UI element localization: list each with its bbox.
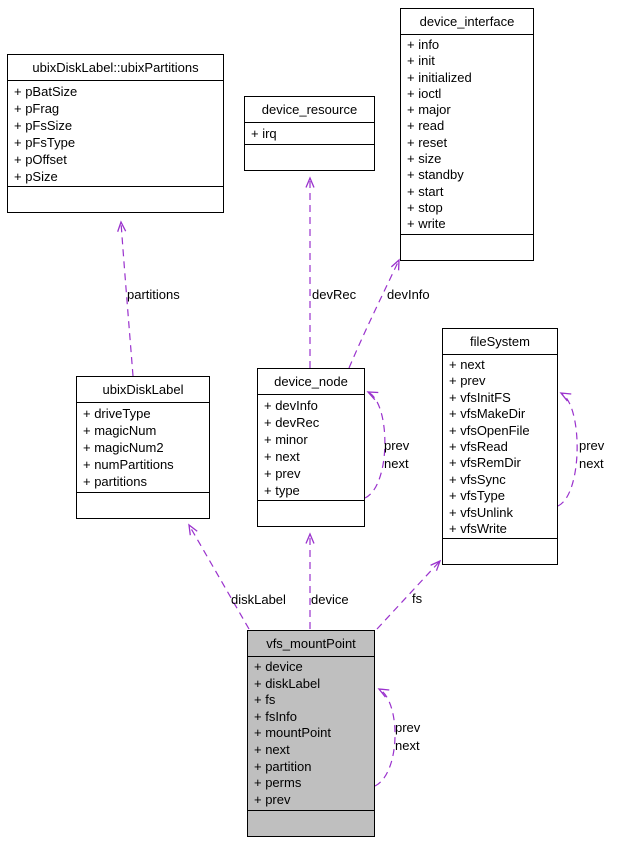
edge-label-vfs-prev: prev [395, 720, 421, 735]
edge-label-devinfo: devInfo [387, 287, 430, 302]
class-field: + pBatSize [14, 84, 78, 99]
class-field: + vfsSync [449, 471, 506, 487]
edge-fs [376, 561, 440, 630]
class-field: + initialized [407, 69, 472, 85]
class-title: device_node [258, 369, 364, 395]
class-field: + magicNum2 [83, 440, 164, 455]
class-methods-section [248, 810, 374, 836]
class-field: + ioctl [407, 85, 442, 101]
edge-filesystem-self-loop [557, 393, 578, 507]
class-field: + diskLabel [254, 675, 321, 691]
class-field: + stop [407, 199, 443, 215]
class-field: + devRec [264, 415, 320, 430]
class-filesystem[interactable]: fileSystem + next+ prev+ vfsInitFS+ vfsM… [442, 328, 558, 565]
class-field: + standby [407, 167, 464, 183]
class-methods-section [77, 492, 209, 518]
edge-label-fs: fs [412, 591, 423, 606]
class-field: + size [407, 151, 442, 167]
class-field: + reset [407, 134, 448, 150]
class-field: + major [407, 102, 451, 118]
class-field: + partitions [83, 474, 147, 489]
class-field: + irq [251, 126, 277, 141]
class-field: + init [407, 53, 435, 69]
edge-label-filesystem-next: next [579, 456, 604, 471]
class-field: + perms [254, 775, 302, 791]
class-device-node[interactable]: device_node + devInfo + devRec + minor + ne… [257, 368, 365, 527]
edge-label-device: device [311, 592, 349, 607]
class-vfs-mountpoint-current: vfs_mountPoint + device+ diskLabel+ fs+ … [247, 630, 375, 837]
class-device-interface[interactable]: device_interface + info+ init+ initializ… [400, 8, 534, 261]
class-field: + pFsType [14, 135, 76, 150]
class-field: + pOffset [14, 152, 67, 167]
class-ubixdisklabel[interactable]: ubixDiskLabel + driveType + magicNum + mag… [76, 376, 210, 519]
edge-devinfo [348, 260, 399, 369]
class-field: + vfsMakeDir [449, 406, 526, 422]
class-field: + numPartitions [83, 457, 174, 472]
class-field: + devInfo [264, 398, 318, 413]
class-methods-section [258, 500, 364, 526]
class-field: + pFrag [14, 101, 60, 116]
class-field: + vfsWrite [449, 521, 507, 537]
class-methods-section [245, 144, 374, 170]
class-title: ubixDiskLabel::ubixPartitions [8, 55, 223, 81]
class-ubixdisklabel-ubixpartitions[interactable]: ubixDiskLabel::ubixPartitions + pBatSize… [7, 54, 224, 213]
class-title: ubixDiskLabel [77, 377, 209, 403]
class-field: + start [407, 183, 444, 199]
class-field: + vfsUnlink [449, 504, 513, 520]
class-field: + vfsRead [449, 439, 508, 455]
class-field: + vfsOpenFile [449, 422, 530, 438]
class-fields: + device+ diskLabel+ fs+ fsInfo+ mountPo… [248, 657, 374, 810]
edge-label-partitions: partitions [127, 287, 180, 302]
class-field: + next [264, 449, 300, 464]
class-title: vfs_mountPoint [248, 631, 374, 657]
class-title: device_resource [245, 97, 374, 123]
edge-label-vfs-next: next [395, 738, 420, 753]
class-field: + write [407, 216, 446, 232]
class-field: + vfsType [449, 488, 505, 504]
class-fields: + next+ prev+ vfsInitFS+ vfsMakeDir+ vfs… [443, 355, 557, 538]
class-field: + type [264, 483, 300, 498]
class-field: + device [254, 659, 303, 674]
edge-disklabel [189, 525, 250, 630]
edge-label-device-node-next: next [384, 456, 409, 471]
class-field: + fs [254, 692, 276, 708]
class-field: + fsInfo [254, 708, 297, 724]
class-title: device_interface [401, 9, 533, 35]
class-field: + prev [449, 373, 486, 389]
class-field: + pSize [14, 169, 58, 184]
class-field: + mountPoint [254, 725, 331, 741]
class-methods-section [443, 538, 557, 564]
class-field: + minor [264, 432, 308, 447]
class-methods-section [401, 234, 533, 260]
class-field: + magicNum [83, 423, 157, 438]
edge-device-node-self-loop [364, 392, 386, 499]
edge-label-devrec: devRec [312, 287, 357, 302]
edge-partitions [121, 222, 134, 377]
class-field: + vfsInitFS [449, 389, 511, 405]
class-title: fileSystem [443, 329, 557, 355]
class-field: + driveType [83, 406, 151, 421]
class-field: + vfsRemDir [449, 455, 521, 471]
class-fields: + info+ init+ initialized+ ioctl+ major+… [401, 35, 533, 234]
class-field: + read [407, 118, 445, 134]
class-field: + info [407, 37, 440, 52]
class-field: + next [449, 357, 485, 372]
class-field: + partition [254, 758, 312, 774]
class-field: + prev [264, 466, 301, 481]
class-fields: + irq [245, 123, 374, 144]
edge-vfs-self-loop [374, 689, 396, 787]
class-fields: + pBatSize + pFrag + pFsSize + pFsType + pOf… [8, 81, 223, 186]
class-methods-section [8, 186, 223, 212]
class-field: + next [254, 741, 290, 757]
class-field: + prev [254, 791, 291, 807]
class-fields: + devInfo + devRec + minor + next + prev + ty… [258, 395, 364, 500]
edge-label-disklabel: diskLabel [231, 592, 286, 607]
class-fields: + driveType + magicNum + magicNum2 + numPar… [77, 403, 209, 492]
class-device-resource[interactable]: device_resource + irq [244, 96, 375, 171]
edge-label-device-node-prev: prev [384, 438, 410, 453]
class-field: + pFsSize [14, 118, 73, 133]
edge-label-filesystem-prev: prev [579, 438, 605, 453]
